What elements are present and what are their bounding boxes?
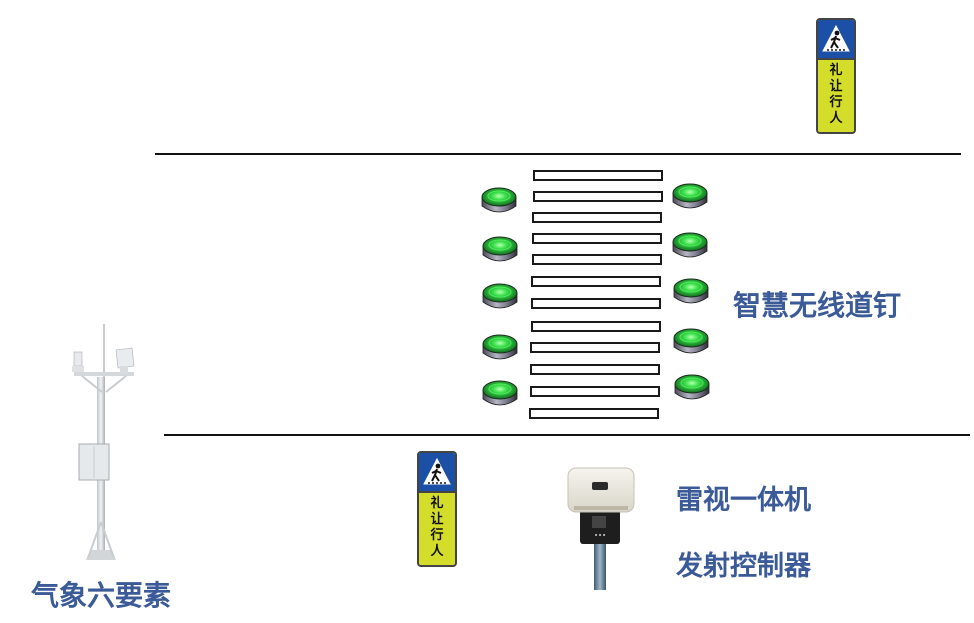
crossing-stripe [531, 298, 661, 309]
road-stud-icon [671, 180, 709, 212]
sign-char: 礼 [430, 496, 443, 512]
road-stud-icon [481, 233, 519, 265]
sign-char: 让 [829, 79, 842, 95]
crossing-stripe [529, 408, 659, 419]
sign-char: 行 [829, 95, 842, 111]
road-stud-icon [673, 371, 711, 403]
radar-camera-label: 雷视一体机 [676, 478, 811, 517]
radar-camera-icon: ▪ ▪ ▪ [566, 466, 636, 590]
crossing-stripe [532, 254, 662, 265]
weather-label: 气象六要素 [31, 574, 171, 614]
crossing-stripe [531, 276, 661, 287]
road-stud-icon [480, 184, 518, 216]
sign-char: 礼 [829, 63, 842, 79]
road-stud-icon [481, 377, 519, 409]
crossing-stripe [532, 212, 662, 223]
road-stud-icon [481, 280, 519, 312]
crossing-stripe [530, 364, 660, 375]
road-edge-top [155, 153, 961, 155]
yield-pedestrian-sign-top: 礼 让 行 人 [816, 18, 856, 134]
sign-char: 让 [430, 512, 443, 528]
sign-char: 行 [430, 528, 443, 544]
road-stud-icon [672, 275, 710, 307]
crossing-stripe [530, 342, 660, 353]
sign-char: 人 [829, 111, 842, 127]
road-stud-icon [671, 229, 709, 261]
controller-label: 发射控制器 [676, 544, 811, 583]
road-edge-bottom [164, 434, 970, 436]
sign-char: 人 [430, 544, 443, 560]
pedestrian-crossing-icon [422, 457, 452, 487]
svg-text:▪ ▪ ▪: ▪ ▪ ▪ [595, 532, 606, 537]
yield-pedestrian-sign-bottom: 礼 让 行 人 [417, 451, 457, 567]
weather-station-icon [62, 322, 142, 566]
road-stud-label: 智慧无线道钉 [733, 284, 901, 324]
crossing-stripe [533, 191, 663, 202]
crossing-stripe [533, 170, 663, 181]
crossing-stripe [532, 233, 662, 244]
pedestrian-crossing-icon [821, 24, 851, 54]
crossing-stripe [530, 386, 660, 397]
road-stud-icon [481, 331, 519, 363]
road-stud-icon [672, 325, 710, 357]
crossing-stripe [531, 321, 661, 332]
